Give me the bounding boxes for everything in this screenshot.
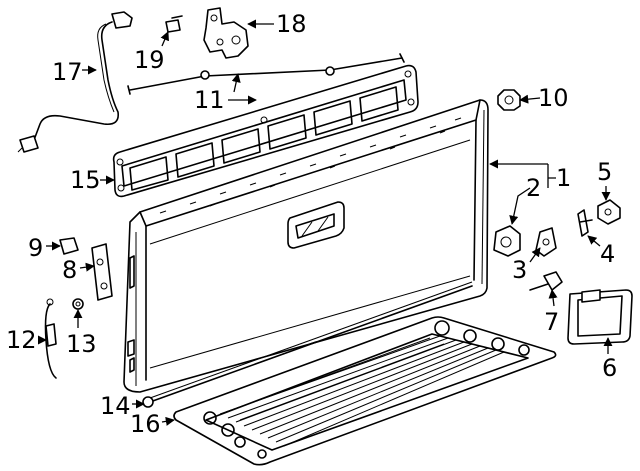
callout-1: 1 bbox=[556, 164, 571, 192]
retainer-bracket bbox=[577, 209, 593, 237]
callout-9: 9 bbox=[28, 234, 43, 262]
callout-7: 7 bbox=[544, 308, 559, 336]
callout-4: 4 bbox=[600, 240, 615, 268]
nut bbox=[497, 89, 521, 111]
callout-18: 18 bbox=[276, 10, 307, 38]
hinge-bracket bbox=[203, 7, 249, 59]
callout-12: 12 bbox=[6, 326, 37, 354]
callout-6: 6 bbox=[602, 354, 617, 382]
wire-harness bbox=[17, 11, 133, 153]
bolt bbox=[165, 15, 183, 33]
handle-assembly bbox=[567, 289, 633, 345]
bumper bbox=[59, 237, 79, 255]
clip bbox=[597, 199, 621, 225]
callout-2: 2 bbox=[526, 174, 541, 202]
pivot-bracket bbox=[91, 243, 113, 301]
tailgate-panel bbox=[123, 99, 489, 393]
support-cable bbox=[44, 298, 57, 379]
lock-rod bbox=[127, 53, 405, 95]
latch bbox=[493, 225, 521, 257]
callout-19: 19 bbox=[134, 46, 165, 74]
lock-cylinder bbox=[529, 271, 563, 291]
tailgate-liner bbox=[173, 316, 557, 466]
callout-10: 10 bbox=[538, 84, 569, 112]
torsion-rod bbox=[142, 281, 473, 408]
callout-5: 5 bbox=[597, 158, 612, 186]
callout-8: 8 bbox=[62, 256, 77, 284]
callout-15: 15 bbox=[70, 166, 101, 194]
leader-lines bbox=[37, 19, 613, 426]
washer bbox=[72, 298, 84, 310]
callout-13: 13 bbox=[66, 330, 97, 358]
callout-3: 3 bbox=[512, 256, 527, 284]
callout-14: 14 bbox=[100, 392, 131, 420]
callout-labels: 1 2 3 4 5 6 7 8 9 10 11 12 13 14 16 15 1… bbox=[6, 10, 617, 438]
callout-11: 11 bbox=[194, 86, 225, 114]
callout-16: 16 bbox=[130, 410, 161, 438]
tailgate-inner-frame bbox=[112, 64, 419, 198]
callout-17: 17 bbox=[52, 58, 83, 86]
striker bbox=[535, 227, 557, 257]
